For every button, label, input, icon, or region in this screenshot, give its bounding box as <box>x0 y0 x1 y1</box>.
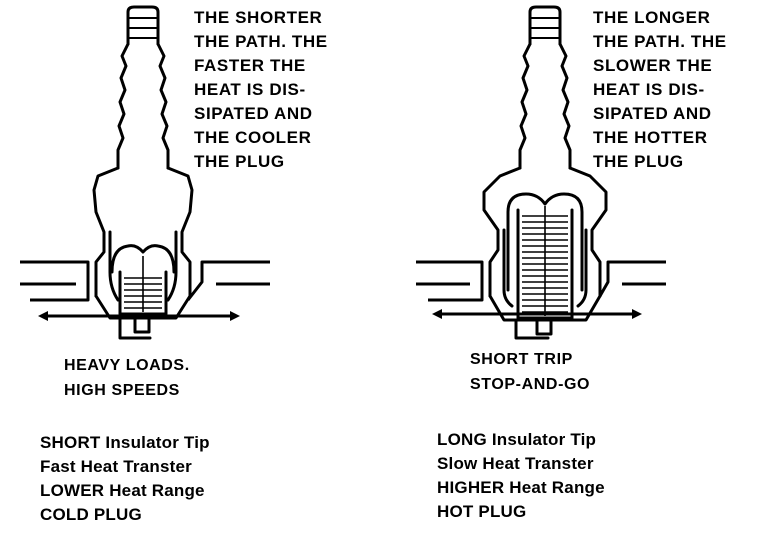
cold-path-note-line: THE COOLER <box>194 128 312 147</box>
hot-path-note-line: SIPATED AND <box>593 104 712 123</box>
hot-use-note-line: STOP-AND-GO <box>470 376 591 393</box>
cold-path-note-line: THE PLUG <box>194 152 285 171</box>
cold-path-note-line: THE PATH. THE <box>194 32 328 51</box>
cold-spec-line: SHORT Insulator Tip <box>40 433 210 452</box>
hot-path-note-line: THE LONGER <box>593 8 711 27</box>
cold-use-note-line: HIGH SPEEDS <box>64 382 180 399</box>
cold-use-note-line: HEAVY LOADS. <box>64 357 190 374</box>
cold-path-note-line: FASTER THE <box>194 56 306 75</box>
hot-path-note-line: HEAT IS DIS- <box>593 80 705 99</box>
cold-use-note: HEAVY LOADS. HIGH SPEEDS <box>64 353 190 403</box>
hot-spec-line: LONG Insulator Tip <box>437 430 597 449</box>
cold-path-note-line: HEAT IS DIS- <box>194 80 306 99</box>
hot-cylinder-head <box>416 260 666 302</box>
cold-cylinder-head <box>20 260 270 302</box>
hot-use-note-line: SHORT TRIP <box>470 351 573 368</box>
hot-path-note: THE LONGER THE PATH. THE SLOWER THE HEAT… <box>593 6 727 174</box>
hot-spec-line: HIGHER Heat Range <box>437 478 605 497</box>
hot-plug-tip-ribbing <box>522 206 568 316</box>
cold-plug-spec: SHORT Insulator Tip Fast Heat Transter L… <box>40 431 210 527</box>
hot-plug-spec: LONG Insulator Tip Slow Heat Transter HI… <box>437 428 605 524</box>
hot-path-note-line: THE PATH. THE <box>593 32 727 51</box>
hot-use-note: SHORT TRIP STOP-AND-GO <box>470 347 590 397</box>
hot-path-note-line: THE PLUG <box>593 152 684 171</box>
hot-spec-line: HOT PLUG <box>437 502 527 521</box>
cold-path-note-line: SIPATED AND <box>194 104 313 123</box>
hot-path-note-line: THE HOTTER <box>593 128 708 147</box>
cold-spec-line: COLD PLUG <box>40 505 142 524</box>
cold-plug-tip-ribbing <box>124 256 162 312</box>
hot-spec-line: Slow Heat Transter <box>437 454 594 473</box>
cold-path-note-line: THE SHORTER <box>194 8 323 27</box>
cold-path-note: THE SHORTER THE PATH. THE FASTER THE HEA… <box>194 6 328 174</box>
hot-path-note-line: SLOWER THE <box>593 56 713 75</box>
cold-spec-line: Fast Heat Transter <box>40 457 192 476</box>
cold-spec-line: LOWER Heat Range <box>40 481 205 500</box>
